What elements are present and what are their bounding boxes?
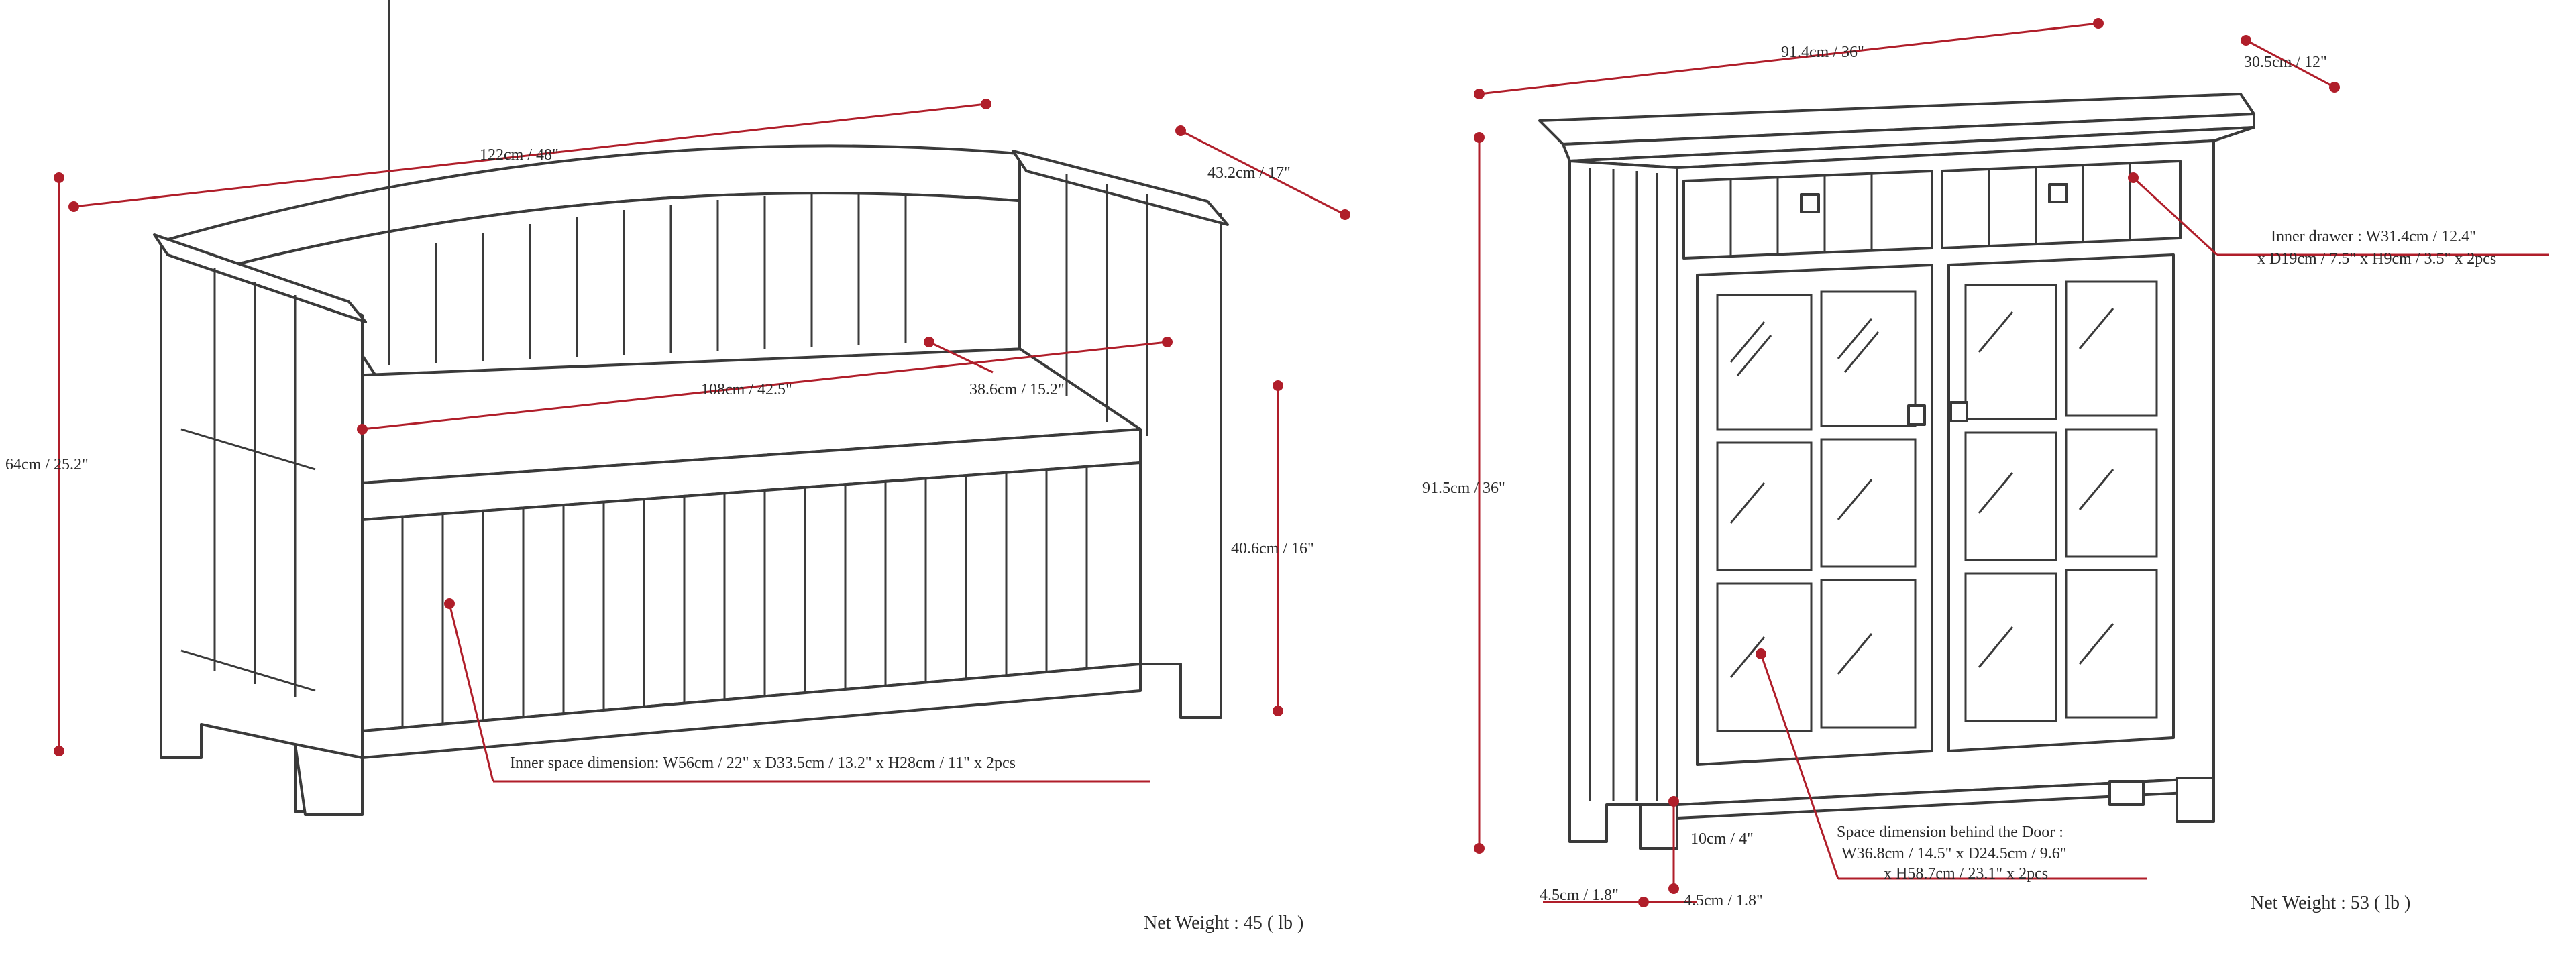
bench-drawing <box>153 0 1229 816</box>
cabinet-left-side <box>1568 160 1678 850</box>
cabinet-inner-drawer-label-1: Inner drawer : W31.4cm / 12.4" <box>2271 228 2476 245</box>
cabinet-drawing <box>1538 93 2255 850</box>
bench-left-armrest <box>153 233 367 323</box>
cabinet-height-dot <box>1474 132 1485 143</box>
cabinet-drawer-slats <box>1729 163 2131 256</box>
cabinet-door-knob-right <box>1949 401 1968 422</box>
cabinet-width-dot <box>1474 89 1485 99</box>
bench-right-side <box>1018 153 1222 719</box>
cabinet-depth-line <box>2245 39 2335 89</box>
bench-back-slats <box>388 0 907 365</box>
cabinet-inner-drawer-label-2: x D19cm / 7.5" x H9cm / 3.5" x 2pcs <box>2257 250 2496 268</box>
bench-left-side <box>160 240 364 813</box>
bench-left-side-slats <box>180 268 316 697</box>
cabinet-front-right-leg <box>2176 777 2215 823</box>
cabinet-drawer-right <box>1941 160 2182 249</box>
bench-right-side-slats <box>1065 174 1148 436</box>
cabinet-door-space-label-2: W36.8cm / 14.5" x D24.5cm / 9.6" <box>1841 845 2067 862</box>
cabinet-glass-reflections <box>1729 308 2114 678</box>
bench-width-dot <box>68 201 79 212</box>
bench-height-label: 64cm / 25.2" <box>5 456 89 473</box>
cabinet-door-leader <box>1760 653 1839 879</box>
cabinet-net-weight: Net Weight : 53 ( lb ) <box>2251 893 2410 913</box>
cabinet-front-left-leg <box>1639 803 1678 850</box>
bench-labels: 122cm / 48" 43.2cm / 17" 64cm / 25.2" 10… <box>5 146 1314 934</box>
cabinet-door-space-label-3: x H58.7cm / 23.1" x 2pcs <box>1884 865 2048 883</box>
bench-depth-dot <box>1175 125 1186 136</box>
cabinet-door-panes <box>1716 280 2158 732</box>
bench-height-dot <box>54 746 64 756</box>
cabinet-door-space-label-1: Space dimension behind the Door : <box>1837 824 2063 841</box>
bench-depth-dot <box>1340 209 1350 220</box>
cabinet-width-label: 91.4cm / 36" <box>1781 44 1864 61</box>
bench-width-label: 122cm / 48" <box>480 146 559 164</box>
cabinet-drawer-knob-left <box>1800 193 1820 213</box>
cabinet-door-left <box>1696 264 1933 766</box>
cabinet-leg-height-dot <box>1668 796 1679 807</box>
cabinet-width-line <box>1479 22 2099 95</box>
cabinet-labels: 91.4cm / 36" 30.5cm / 12" 91.5cm / 36" I… <box>1422 44 2496 913</box>
cabinet-width-dot <box>2093 18 2104 29</box>
bench-seat-width-dot <box>1162 337 1173 347</box>
bench-back-panel <box>193 192 1028 377</box>
cabinet-depth-dot <box>2241 35 2251 46</box>
cabinet-depth-dot <box>2329 82 2340 93</box>
bench-seat-width-dot <box>357 424 368 435</box>
cabinet-depth-label: 30.5cm / 12" <box>2244 54 2327 71</box>
bench-seat-depth-line <box>928 341 994 374</box>
bench-seat-depth-dot <box>924 337 934 347</box>
bench-width-dot <box>981 99 991 109</box>
bench-inner-space-label: Inner space dimension: W56cm / 22" x D33… <box>510 754 1016 772</box>
bench-front-slats <box>401 467 1088 728</box>
bench-depth-label: 43.2cm / 17" <box>1208 164 1291 182</box>
bench-net-weight: Net Weight : 45 ( lb ) <box>1144 913 1303 934</box>
bench-inner-space-leader <box>448 603 494 782</box>
bench-seat-height-dot <box>1273 706 1283 716</box>
bench-seat-width-label: 108cm / 42.5" <box>701 381 792 398</box>
cabinet-drawer-knob-right <box>2048 183 2068 203</box>
bench-seat-width-line <box>362 341 1168 431</box>
bench-height-dot <box>54 172 64 183</box>
bench-dimensions <box>54 99 1350 783</box>
bench-front-left-leg <box>294 743 364 816</box>
cabinet-height-dot <box>1474 843 1485 854</box>
cabinet-leg-left-label: 4.5cm / 1.8" <box>1540 887 1619 904</box>
cabinet-height-label: 91.5cm / 36" <box>1422 480 1505 497</box>
cabinet-drawer-dot <box>2128 172 2139 183</box>
cabinet-door-knob-left <box>1907 404 1926 426</box>
cabinet-leg-right-label: 4.5cm / 1.8" <box>1684 892 1763 909</box>
cabinet-leg-height-dot <box>1668 883 1679 894</box>
cabinet-dimensions <box>1474 18 2549 907</box>
bench-right-armrest <box>1012 150 1229 226</box>
bench-seat-height-label: 40.6cm / 16" <box>1231 540 1314 557</box>
bench-seat-depth-label: 38.6cm / 15.2" <box>969 381 1065 398</box>
cabinet-drawer-leader <box>2132 176 2218 256</box>
cabinet-drawer-left <box>1682 170 1933 260</box>
bench-seat-height-dot <box>1273 380 1283 391</box>
cabinet-door-dot <box>1756 648 1766 659</box>
bench-depth-line <box>1180 129 1346 216</box>
cabinet-leg-height-label: 10cm / 4" <box>1690 830 1754 848</box>
bench-inner-space-dot <box>444 598 455 609</box>
cabinet-left-side-grooves <box>1589 168 1658 801</box>
cabinet-door-right <box>1947 253 2175 752</box>
bench-width-line <box>73 103 987 208</box>
cabinet-leg-dot <box>1638 897 1649 907</box>
cabinet-back-right-leg <box>2108 780 2145 806</box>
